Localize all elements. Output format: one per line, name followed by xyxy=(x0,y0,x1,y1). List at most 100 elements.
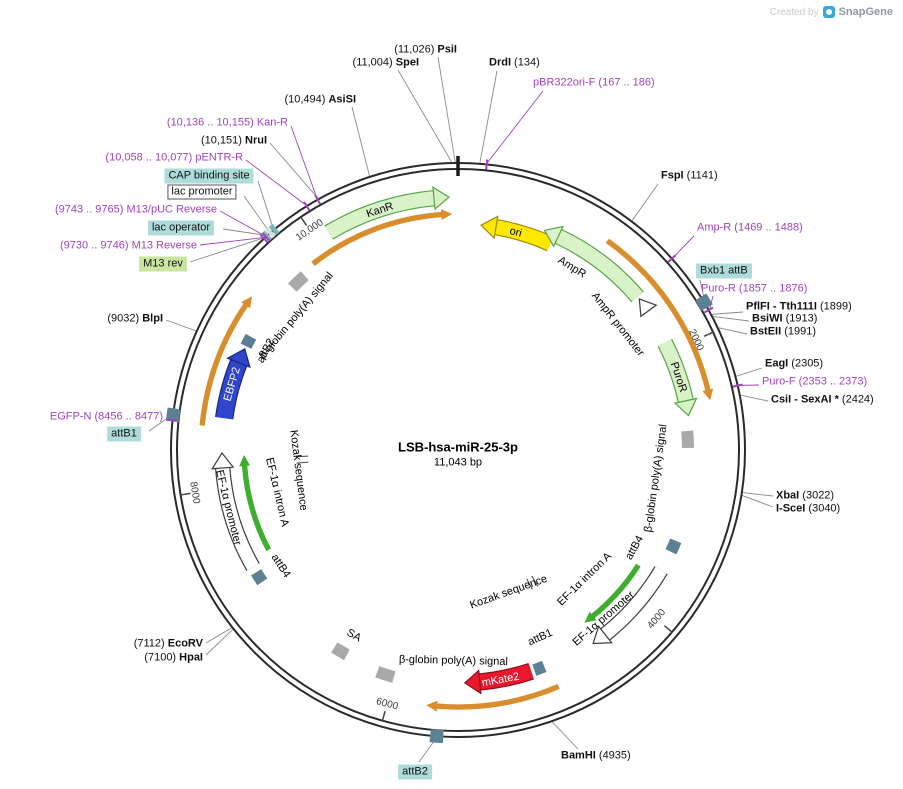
callout-pflfi-tth111i-name: PflFI - Tth111I xyxy=(746,300,817,313)
callout-fspi: FspI (1141) xyxy=(661,170,718,183)
callout-lac-promoter: lac promoter xyxy=(167,184,237,200)
callout-ecorv: (7112) EcoRV xyxy=(134,638,203,651)
ticks xyxy=(167,156,743,721)
callout-puro-f: Puro-F (2353 .. 2373) xyxy=(762,376,867,389)
callout-psii-text: (11,026) xyxy=(394,43,438,56)
callout-eagi-text: (2305) xyxy=(788,357,824,370)
callout-nrui-name: NruI xyxy=(245,134,267,147)
tick-6000 xyxy=(381,710,386,721)
callout-csii-sexai-name: CsiI - SexAI * xyxy=(771,393,839,406)
region-arc-ampr-head xyxy=(702,388,714,401)
callout-puro-r: Puro-R (1857 .. 1876) xyxy=(701,283,807,296)
callout-cap-binding-site: CAP binding site xyxy=(164,168,254,184)
intron-boundary-1 xyxy=(531,575,539,587)
plasmid-name: LSB-hsa-miR-25-3p xyxy=(398,439,518,455)
callout-drdi: DrdI (134) xyxy=(489,57,540,70)
callout-pbr322ori-f-text: (167 .. 186) xyxy=(595,76,655,89)
plasmid-size: 11,043 bp xyxy=(433,456,483,469)
callout-i-scei: I-SceI (3040) xyxy=(776,503,840,516)
callout-hpai-name: HpaI xyxy=(179,651,203,664)
ori-arrow-head xyxy=(480,215,499,240)
callout-xbai: XbaI (3022) xyxy=(776,490,834,503)
callout-attb2-bottom: attB2 xyxy=(398,764,432,780)
leader-bsiwi xyxy=(713,315,750,322)
watermark-brand: SnapGene xyxy=(838,6,893,18)
feature-arrows xyxy=(211,186,698,695)
intron-arc-left-body xyxy=(243,465,270,551)
ori-arrow-body xyxy=(494,220,554,251)
callout-lac-promoter-text: lac promoter xyxy=(171,185,233,198)
site-markers xyxy=(165,223,713,744)
callout-m13-puc-reverse: (9743 .. 9765) M13/pUC Reverse xyxy=(55,204,217,217)
leader-pentr-r xyxy=(245,159,307,206)
tick-4000 xyxy=(663,625,673,633)
watermark-prefix: Created by xyxy=(769,6,819,18)
intron-arc-right-body xyxy=(591,564,640,618)
attb2-left-marker xyxy=(240,333,257,349)
callout-kan-r-text: Kan-R xyxy=(256,116,288,129)
callout-kan-r-text: (10,136 .. 10,155) xyxy=(166,116,257,129)
callout-hpai-text: (7100) xyxy=(144,651,180,664)
leader-nrui xyxy=(269,142,319,199)
callout-bamhi-text: (4935) xyxy=(595,749,631,762)
region-arc-kanr-body xyxy=(312,213,442,265)
leader-bsteii xyxy=(718,327,748,335)
callout-pbr322ori-f-text: pBR322ori-F xyxy=(533,76,596,89)
polya-bottom-marker xyxy=(375,666,396,683)
puro-f-tick xyxy=(732,383,743,388)
callout-psii: (11,026) PsiI xyxy=(394,44,457,57)
callout-spei: (11,004) SpeI xyxy=(353,57,419,70)
callout-pflfi-tth111i: PflFI - Tth111I (1899) xyxy=(746,301,852,314)
callout-m13-puc-reverse-text: (9743 .. 9765) xyxy=(54,203,127,216)
bxb1-attb-marker xyxy=(695,293,713,311)
leader-csii-sexai xyxy=(740,394,769,402)
region-arc-mkate2-body xyxy=(436,685,560,709)
intron-boundary-2 xyxy=(526,578,533,590)
callout-m13-rev-text: M13 rev xyxy=(143,257,183,270)
puror-gene-arrow-head xyxy=(673,397,698,417)
snapgene-watermark: Created by SnapGene xyxy=(770,6,893,18)
leader-blpi xyxy=(165,319,196,332)
leader-eagi xyxy=(736,367,763,377)
callout-lac-operator: lac operator xyxy=(147,220,215,236)
callout-puro-r-text: Puro-R xyxy=(701,282,736,295)
callout-eagi-name: EagI xyxy=(765,357,789,370)
callout-pentr-r-text: pENTR-R xyxy=(195,151,243,164)
snapgene-logo-icon xyxy=(822,6,835,18)
ebfp2-arrow-body xyxy=(216,359,247,420)
callout-amp-r-text: (1469 .. 1488) xyxy=(731,221,803,234)
callout-m13-reverse-text: (9730 .. 9746) xyxy=(60,239,132,252)
intron-arc-right-head xyxy=(584,611,597,623)
callout-eagi: EagI (2305) xyxy=(765,358,823,371)
leader-m13-reverse xyxy=(199,237,264,246)
callout-cap-binding-site-text: CAP binding site xyxy=(168,169,250,182)
ampr-gene-arrow-head xyxy=(543,225,565,248)
leader-asisi xyxy=(351,106,370,177)
callout-attb1-left: attB1 xyxy=(107,426,141,442)
ebfp2-arrow-head xyxy=(226,348,251,369)
callout-pflfi-tth111i-text: (1899) xyxy=(816,300,852,313)
callout-m13-reverse: (9730 .. 9746) M13 Reverse xyxy=(60,240,197,253)
callout-csii-sexai-text: (2424) xyxy=(838,393,874,406)
callout-ecorv-name: EcoRV xyxy=(167,637,203,650)
lac-promoter-marker xyxy=(265,227,276,239)
puror-gene-arrow-body xyxy=(658,339,693,403)
leader-m13-rev xyxy=(189,237,264,263)
callout-xbai-text: (3022) xyxy=(799,489,835,502)
callout-puro-f-text: (2353 .. 2373) xyxy=(795,375,868,388)
leader-fspi xyxy=(631,183,659,221)
leader-m13-puc-reverse xyxy=(219,210,266,237)
tick-10000 xyxy=(300,216,308,226)
callout-bsteii-name: BstEII xyxy=(750,325,782,338)
callout-nrui-text: (10,151) xyxy=(200,134,245,147)
callout-hpai: (7100) HpaI xyxy=(144,652,203,665)
attb1-left-marker xyxy=(165,407,181,423)
callout-blpi-text: (9032) xyxy=(107,312,143,325)
intron-boundary-3 xyxy=(296,461,309,464)
callout-pentr-r: (10,058 .. 10,077) pENTR-R xyxy=(105,152,243,165)
region-arc-ampr-body xyxy=(606,239,710,391)
callout-blpi: (9032) BlpI xyxy=(107,313,163,326)
leader-psii xyxy=(437,56,456,163)
callout-puro-f-text: Puro-F xyxy=(762,375,796,388)
